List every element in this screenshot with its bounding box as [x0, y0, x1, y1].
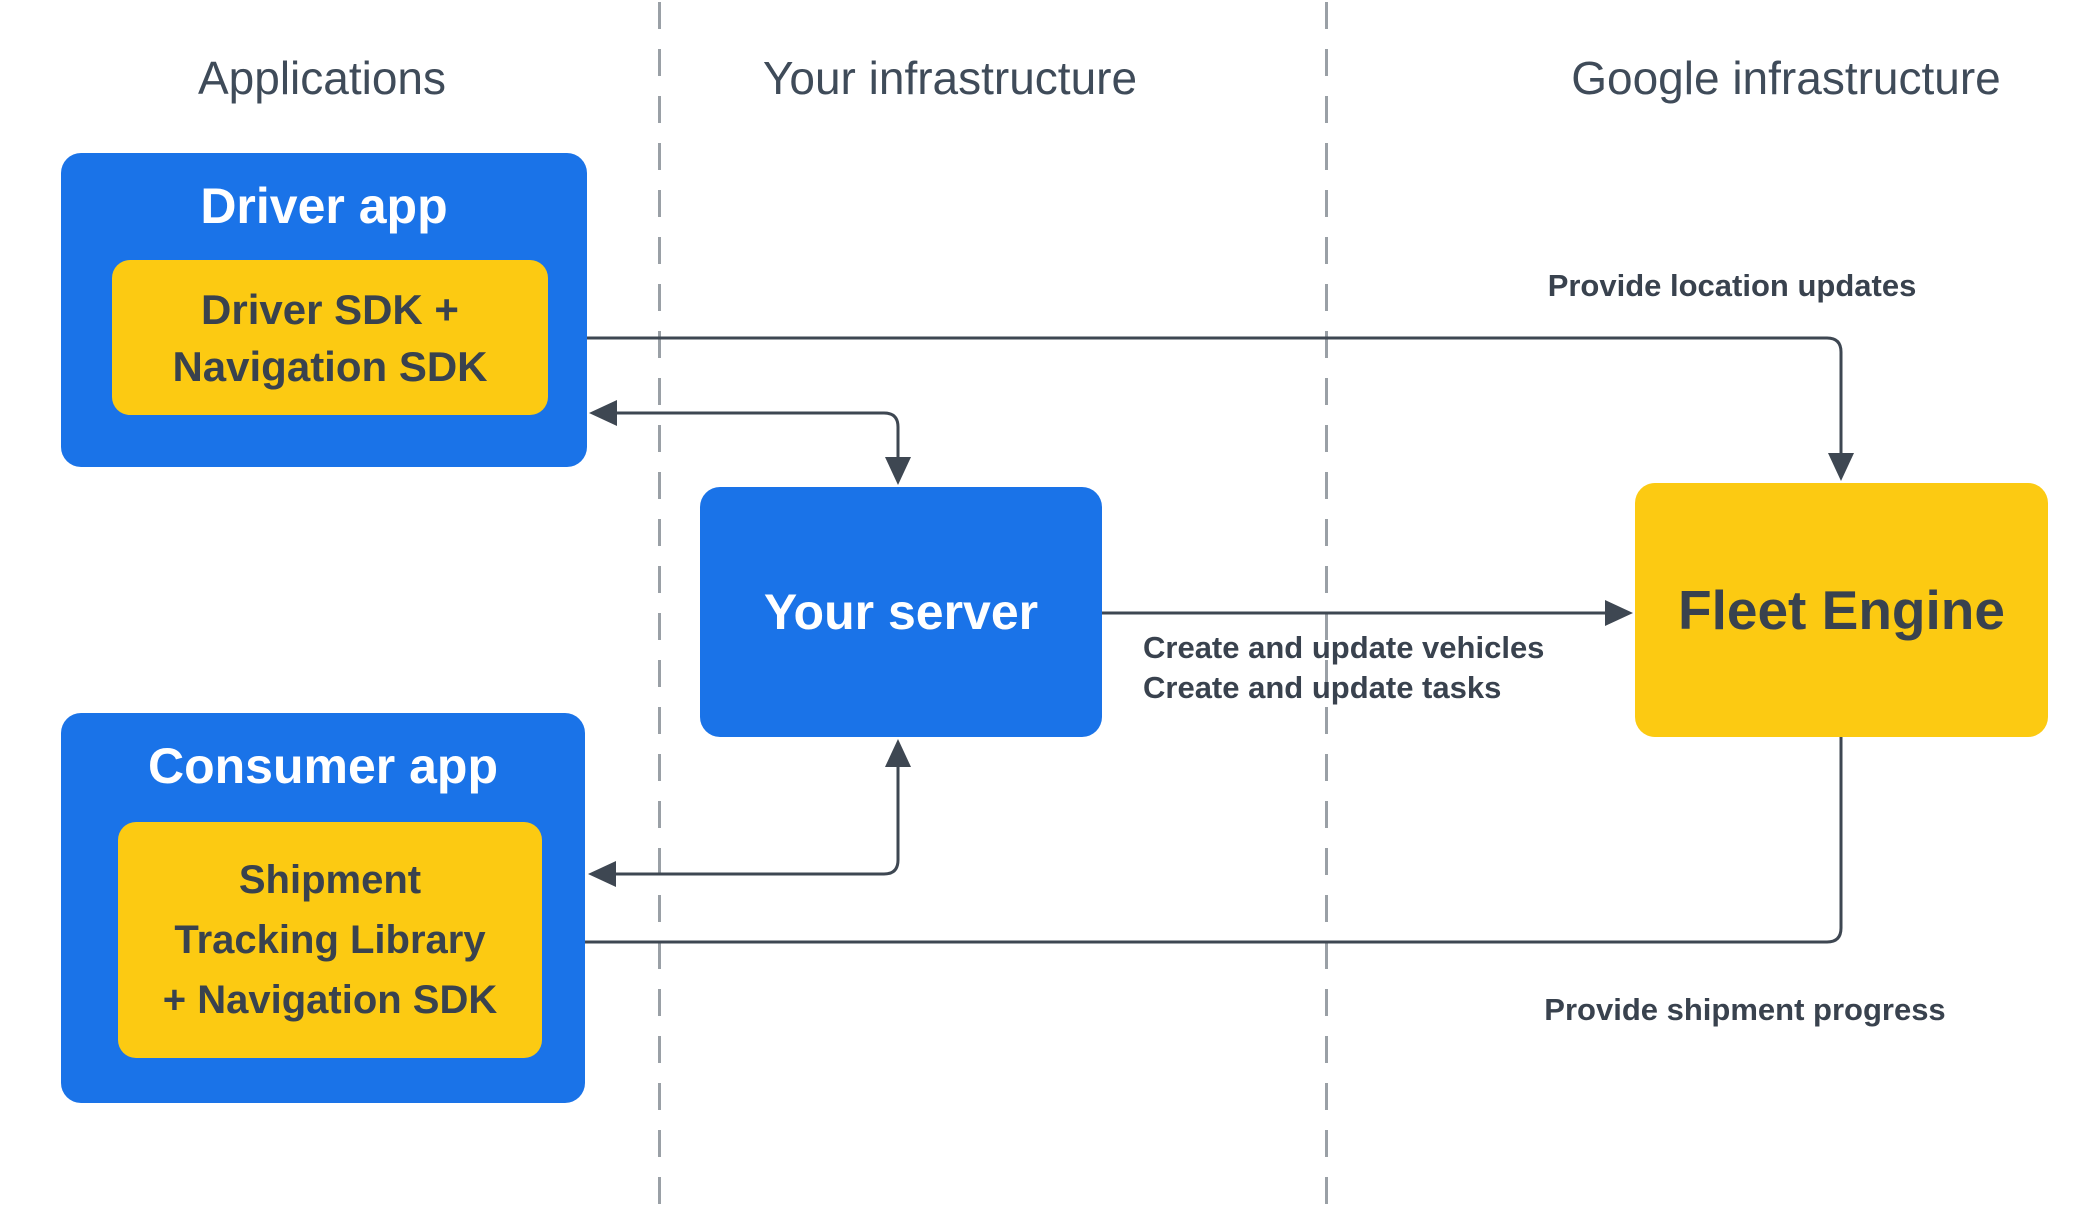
driver-sdk-line-1: Driver SDK + [201, 285, 459, 333]
consumer-app-title: Consumer app [147, 738, 499, 794]
arrow-fleet-engine-consumer-sdk [570, 737, 1843, 944]
consumer-sdk-line-1: Shipment [238, 858, 422, 902]
label-create-vehicles: Create and update vehicles [1143, 630, 1545, 665]
driver-sdk-line-2: Navigation SDK [172, 342, 488, 390]
consumer-sdk-line-3: + Navigation SDK [162, 978, 498, 1022]
arrowhead-into-your-server-top [885, 457, 911, 485]
column-header-applications: Applications [197, 52, 447, 104]
label-create-tasks: Create and update tasks [1143, 670, 1502, 705]
arrow-driver-sdk-fleet-engine [576, 336, 1843, 453]
driver-app-title: Driver app [200, 178, 448, 234]
arrowhead-into-driver-app [589, 400, 617, 426]
arrowhead-into-consumer-app [588, 861, 616, 887]
label-create-and-update: Create and update vehicles Create and up… [1143, 628, 1544, 708]
column-header-google-infrastructure: Google infrastructure [1571, 52, 2001, 104]
node-fleet-engine: Fleet Engine [1635, 483, 2048, 737]
arrow-consumer-app-your-server [616, 767, 900, 876]
label-provide-location-updates: Provide location updates [1547, 268, 1917, 303]
column-header-your-infrastructure: Your infrastructure [762, 52, 1138, 104]
arrow-driver-app-your-server [617, 411, 900, 457]
arrowhead-into-your-server-bottom [885, 739, 911, 767]
node-driver-app: Driver app Driver SDK + Navigation SDK [61, 153, 587, 467]
node-consumer-app: Consumer app Shipment Tracking Library +… [61, 713, 585, 1103]
node-shipment-tracking-library: Shipment Tracking Library + Navigation S… [118, 822, 542, 1058]
node-your-server: Your server [700, 487, 1102, 737]
arrowhead-into-fleet-engine-top [1828, 453, 1854, 481]
node-driver-sdk: Driver SDK + Navigation SDK [112, 260, 548, 415]
label-provide-shipment-progress: Provide shipment progress [1544, 992, 1946, 1027]
arrowhead-into-fleet-engine-left [1605, 600, 1633, 626]
consumer-sdk-line-2: Tracking Library [174, 918, 486, 962]
fleet-engine-title: Fleet Engine [1678, 579, 2005, 641]
your-server-title: Your server [763, 584, 1039, 640]
